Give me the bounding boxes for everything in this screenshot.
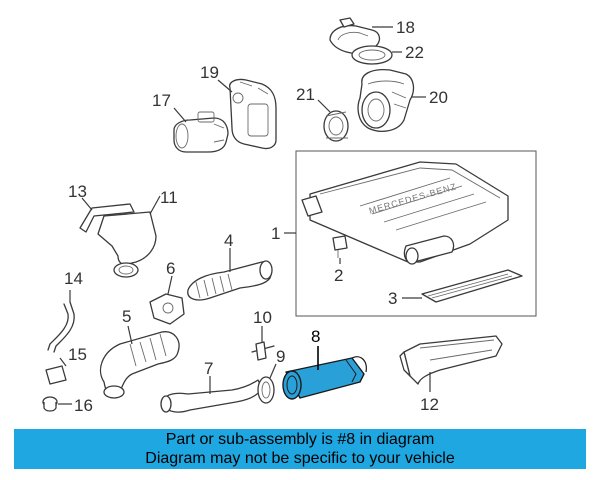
leader-19 <box>217 79 233 93</box>
callout-3: 3 <box>388 289 397 308</box>
part-5-elbow-hose[interactable] <box>99 331 180 399</box>
callout-5: 5 <box>122 307 131 326</box>
leader-11 <box>149 195 161 215</box>
callout-16: 16 <box>74 396 93 415</box>
part-21-flange[interactable] <box>323 110 349 142</box>
part-15-clip[interactable] <box>45 365 67 385</box>
callout-10: 10 <box>253 308 272 327</box>
callout-8: 8 <box>311 327 320 346</box>
callout-13: 13 <box>68 182 87 201</box>
banner-line-1: Part or sub-assembly is #8 in diagram <box>165 431 435 448</box>
part-9-o-ring[interactable] <box>257 376 275 404</box>
part-19-throttle-body[interactable] <box>229 78 277 150</box>
callout-1: 1 <box>271 224 280 243</box>
leader-15 <box>59 357 67 367</box>
callout-6: 6 <box>166 259 175 278</box>
leader-6 <box>167 275 173 295</box>
part-16-grommet[interactable] <box>42 396 58 412</box>
callout-18: 18 <box>396 18 415 37</box>
part-6-bracket[interactable] <box>149 293 185 325</box>
part-20-housing[interactable] <box>357 68 415 132</box>
callout-2: 2 <box>334 266 343 285</box>
callout-9: 9 <box>276 347 285 366</box>
part-3-air-filter[interactable] <box>421 269 523 303</box>
part-4-hose[interactable] <box>187 260 273 301</box>
callout-21: 21 <box>296 85 315 104</box>
part-7-intake-pipe[interactable] <box>160 379 263 413</box>
part-8-highlighted-tube[interactable] <box>282 356 367 400</box>
part-11-intake-duct[interactable] <box>97 211 157 278</box>
callout-14: 14 <box>64 269 83 288</box>
leader-9 <box>269 363 277 379</box>
leader-5 <box>127 325 133 345</box>
info-banner: Part or sub-assembly is #8 in diagram Di… <box>14 429 586 469</box>
parts-diagram: 18 22 20 21 19 17 1 <box>42 17 537 415</box>
callout-7: 7 <box>204 359 213 378</box>
callout-19: 19 <box>200 63 219 82</box>
leader-21 <box>317 99 331 113</box>
callout-22: 22 <box>405 43 424 62</box>
callout-20: 20 <box>429 88 448 107</box>
part-1-filter-housing[interactable]: MERCEDES-BENZ <box>301 161 509 265</box>
leader-13 <box>81 197 93 211</box>
part-10-bolt[interactable] <box>251 341 275 361</box>
banner-line-2: Diagram may not be specific to your vehi… <box>145 450 455 467</box>
callout-4: 4 <box>224 231 233 250</box>
callout-15: 15 <box>68 345 87 364</box>
part-12-duct[interactable] <box>399 335 503 385</box>
part-2-clip[interactable] <box>332 235 348 258</box>
callout-11: 11 <box>160 188 178 207</box>
callout-12: 12 <box>420 395 439 414</box>
callout-17: 17 <box>152 91 171 110</box>
leader-17 <box>173 107 187 123</box>
part-13-seal[interactable] <box>79 203 135 233</box>
part-22-gasket[interactable] <box>351 45 393 65</box>
part-14-tube[interactable] <box>47 301 75 353</box>
